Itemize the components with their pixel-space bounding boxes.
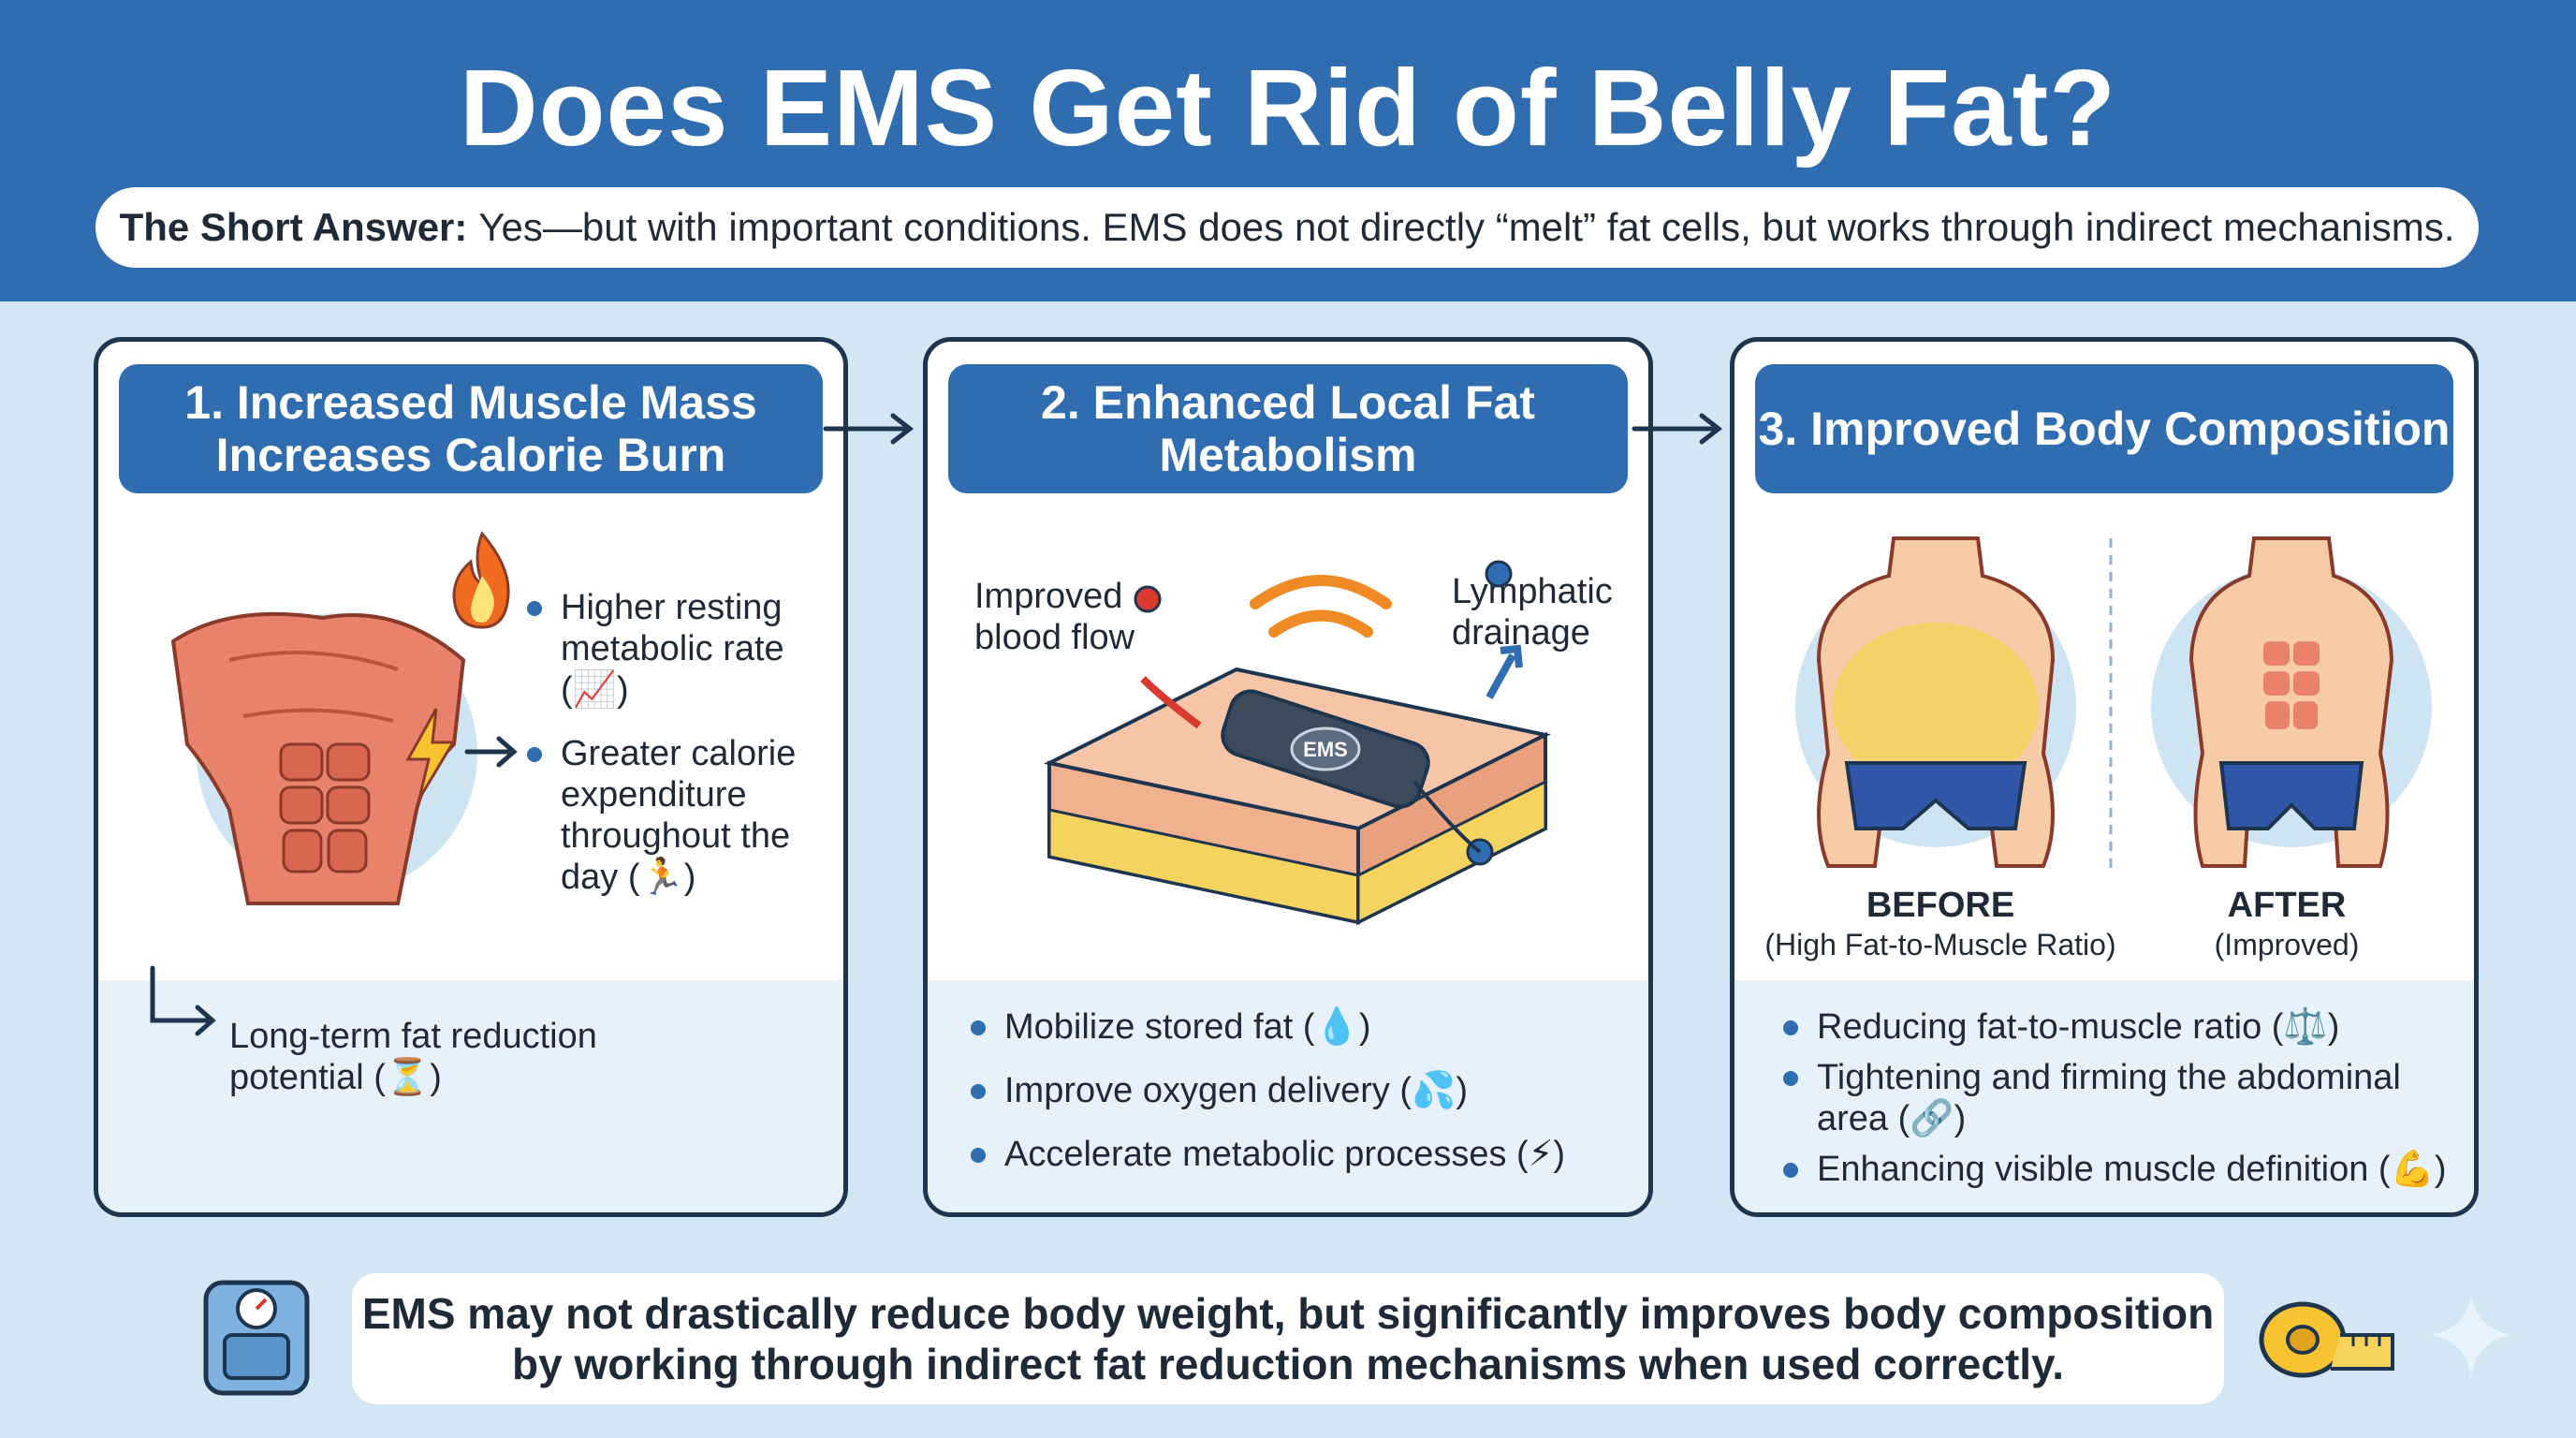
tape-measure-icon (2259, 1301, 2394, 1378)
panel2-bullet-list: Mobilize stored fat (💧) Improve oxygen d… (971, 1006, 1626, 1175)
bullet-line: expenditure (561, 775, 747, 814)
panel-fat-metabolism: 2. Enhanced Local Fat Metabolism Improve… (923, 337, 1653, 1217)
flame-icon (452, 531, 510, 629)
lymphatic-label: Lymphatic drainage (1452, 571, 1639, 653)
list-item: Improve oxygen delivery (💦) (971, 1070, 1626, 1111)
panel1-result: Long-term fat reduction potential (⏳) (229, 1016, 791, 1098)
before-subtitle: (High Fat-to-Muscle Ratio) (1764, 928, 2116, 961)
list-item: Greater calorie expenditure throughout t… (527, 733, 836, 898)
bullet-line: throughout the (561, 816, 791, 856)
panel-muscle-mass: 1. Increased Muscle Mass Increases Calor… (94, 337, 848, 1217)
panel1-bullet-list: Higher resting metabolic rate (📈) Greate… (527, 587, 836, 898)
bullet-line: Enhancing visible muscle definition (💪) (1817, 1150, 2447, 1189)
panel-result-band (98, 980, 843, 1212)
result-line: potential (⏳) (229, 1058, 442, 1097)
panel-result-band (1734, 980, 2474, 1212)
bullet-line: metabolic rate (561, 629, 784, 668)
device-label: EMS (1303, 738, 1348, 761)
short-answer-box: The Short Answer: Yes—but with important… (95, 187, 2479, 268)
after-label: AFTER (Improved) (2146, 885, 2427, 963)
after-title: AFTER (2227, 886, 2347, 925)
bullet-line: day (🏃) (561, 858, 696, 897)
panel-body-composition: 3. Improved Body Composition BEFORE (Hig… (1730, 337, 2479, 1217)
corner-arrow-icon (150, 965, 216, 1036)
bullet-line: area (🔗) (1817, 1099, 1967, 1138)
result-line: Long-term fat reduction (229, 1017, 597, 1056)
arrow-right-icon (464, 736, 518, 768)
list-item: Tightening and firming the abdominal are… (1783, 1057, 2457, 1139)
scale-icon (203, 1280, 310, 1396)
bullet-line: Higher resting (561, 588, 783, 627)
blood-flow-label: Improved blood flow (974, 576, 1199, 658)
panel-title-line: 2. Enhanced Local Fat (1041, 376, 1535, 429)
divider (2109, 538, 2113, 875)
arrow-right-icon (823, 413, 915, 445)
label-line: blood flow (974, 618, 1135, 657)
bullet-line: Reducing fat-to-muscle ratio (⚖️) (1817, 1007, 2340, 1047)
list-item: Enhancing visible muscle definition (💪) (1783, 1149, 2457, 1190)
panel-title: 1. Increased Muscle Mass Increases Calor… (119, 364, 823, 493)
panel3-bullet-list: Reducing fat-to-muscle ratio (⚖️) Tighte… (1783, 1006, 2457, 1190)
bullet-line: (📈) (561, 670, 629, 710)
short-answer-label: The Short Answer: (119, 205, 468, 249)
page-title: Does EMS Get Rid of Belly Fat? (459, 47, 2117, 169)
panel-title-line: Metabolism (1159, 429, 1417, 481)
short-answer-text: Yes—but with important conditions. EMS d… (478, 205, 2455, 249)
before-body-illustration (1795, 536, 2076, 868)
panel-title: 3. Improved Body Composition (1755, 364, 2453, 493)
after-subtitle: (Improved) (2214, 928, 2360, 961)
list-item: Reducing fat-to-muscle ratio (⚖️) (1783, 1006, 2457, 1048)
list-item: Higher resting metabolic rate (📈) (527, 587, 836, 711)
summary-box: EMS may not drastically reduce body weig… (352, 1273, 2224, 1404)
panel-title-line: Increases Calorie Burn (215, 429, 726, 481)
panel-title-line: 3. Improved Body Composition (1758, 403, 2451, 455)
bullet-line: Tightening and firming the abdominal (1817, 1058, 2401, 1097)
before-title: BEFORE (1866, 886, 2015, 925)
list-item: Accelerate metabolic processes (⚡) (971, 1134, 1626, 1175)
muscular-torso-illustration (170, 611, 477, 905)
lightning-icon (405, 708, 456, 800)
arrow-right-icon (1632, 413, 1723, 445)
after-body-illustration (2151, 536, 2432, 868)
panel-result-band (928, 980, 1648, 1212)
summary-line: by working through indirect fat reductio… (512, 1340, 2064, 1388)
bullet-line: Greater calorie (561, 734, 797, 773)
panel-title: 2. Enhanced Local Fat Metabolism (948, 364, 1628, 493)
header-banner: Does EMS Get Rid of Belly Fat? The Short… (0, 0, 2576, 301)
skin-cross-section-illustration: EMS (1043, 560, 1552, 926)
before-label: BEFORE (High Fat-to-Muscle Ratio) (1753, 885, 2128, 963)
summary-line: EMS may not drastically reduce body weig… (361, 1289, 2215, 1338)
list-item: Mobilize stored fat (💧) (971, 1006, 1626, 1048)
label-line: Improved (974, 577, 1123, 616)
label-line: Lymphatic (1452, 572, 1613, 611)
panel-title-line: 1. Increased Muscle Mass (184, 376, 757, 429)
label-line: drainage (1452, 613, 1590, 653)
sparkle-icon (2430, 1294, 2512, 1376)
